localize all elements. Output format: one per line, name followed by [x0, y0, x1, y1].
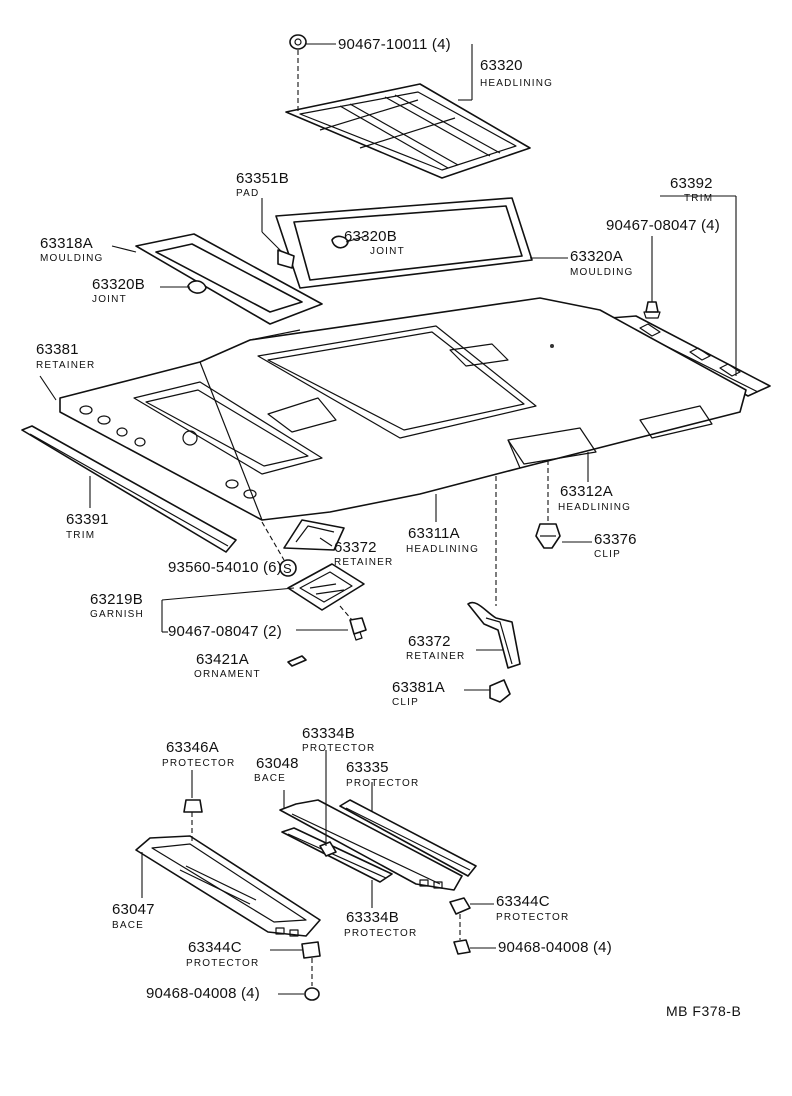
label-63372-upper-name: RETAINER	[334, 557, 393, 568]
label-63311a: 63311A	[408, 525, 460, 542]
label-63344c-right: 63344C	[496, 893, 550, 910]
label-63047: 63047	[112, 901, 155, 918]
label-63391-name: TRIM	[66, 530, 95, 541]
label-63391: 63391	[66, 511, 109, 528]
screw-90468-04008-left	[304, 987, 320, 1001]
label-63335-name: PROTECTOR	[346, 778, 419, 789]
part-63372-retainer-lower	[467, 601, 521, 669]
label-90467-08047-right: 90467-08047 (4)	[606, 217, 720, 234]
label-63048-name: BACE	[254, 773, 286, 784]
bolt-90467-08047-left	[349, 617, 367, 641]
diagram-reference-code: MB F378-B	[666, 1003, 741, 1019]
label-63320b-lower-name: JOINT	[92, 294, 127, 305]
label-63376-name: CLIP	[594, 549, 621, 560]
part-63335-protector	[339, 799, 477, 877]
label-90467-10011: 90467-10011 (4)	[338, 36, 451, 53]
label-63312a-name: HEADLINING	[558, 502, 631, 513]
label-63048: 63048	[256, 755, 299, 772]
bolt-90467-10011	[289, 34, 307, 50]
label-63320a-name: MOULDING	[570, 267, 634, 278]
label-63334b-upper: 63334B	[302, 725, 355, 742]
screw-90468-04008-right	[453, 939, 471, 955]
part-63372-retainer-upper	[283, 519, 345, 551]
part-63421a-ornament	[287, 655, 307, 667]
label-90468-right: 90468-04008 (4)	[498, 939, 612, 956]
part-63351b-pad	[277, 249, 295, 269]
label-63421a: 63421A	[196, 651, 249, 668]
part-63311a-headlining	[59, 297, 747, 521]
label-63381a: 63381A	[392, 679, 445, 696]
part-63320b-joint-lower	[187, 280, 207, 294]
part-63381a-clip	[489, 679, 511, 703]
label-63320b-lower: 63320B	[92, 276, 145, 293]
part-63219b-garnish	[287, 563, 365, 611]
label-63381a-name: CLIP	[392, 697, 419, 708]
label-63344c-right-name: PROTECTOR	[496, 912, 569, 923]
label-63351b-name: PAD	[236, 188, 259, 199]
label-63335: 63335	[346, 759, 389, 776]
label-63320a: 63320A	[570, 248, 623, 265]
label-63381: 63381	[36, 341, 79, 358]
label-63320: 63320	[480, 57, 523, 74]
part-63376-clip	[535, 523, 561, 549]
part-63047-bace	[135, 835, 321, 937]
part-63320a-moulding	[275, 197, 533, 289]
label-63376: 63376	[594, 531, 637, 548]
part-63318a-moulding	[135, 233, 323, 325]
part-63320b-joint-upper	[331, 235, 349, 249]
label-63320-name: HEADLINING	[480, 78, 553, 89]
part-63391-trim	[21, 425, 237, 553]
part-63346a-protector	[183, 799, 203, 813]
label-93560: 93560-54010 (6)	[168, 559, 282, 576]
label-63346a: 63346A	[166, 739, 219, 756]
part-63320-headlining	[285, 83, 531, 179]
part-63334b-protector	[281, 827, 393, 883]
label-63311a-name: HEADLINING	[406, 544, 479, 555]
label-63334b-lower: 63334B	[346, 909, 399, 926]
label-63372-upper: 63372	[334, 539, 377, 556]
label-63346a-name: PROTECTOR	[162, 758, 235, 769]
s-mark-screw: S	[279, 559, 297, 577]
label-63318a-name: MOULDING	[40, 253, 104, 264]
label-63312a: 63312A	[560, 483, 613, 500]
label-63320b-upper-name: JOINT	[370, 246, 405, 257]
s-mark: S	[283, 561, 292, 576]
label-63047-name: BACE	[112, 920, 144, 931]
label-63334b-upper-name: PROTECTOR	[302, 743, 375, 754]
label-63344c-left: 63344C	[188, 939, 242, 956]
label-63219b: 63219B	[90, 591, 143, 608]
label-63392: 63392	[670, 175, 713, 192]
label-90467-08047-left: 90467-08047 (2)	[168, 623, 282, 640]
label-63351b: 63351B	[236, 170, 289, 187]
label-63421a-name: ORNAMENT	[194, 669, 261, 680]
label-63318a: 63318A	[40, 235, 93, 252]
label-63372-lower-name: RETAINER	[406, 651, 465, 662]
bolt-90467-08047-right	[643, 301, 661, 319]
label-63334b-lower-name: PROTECTOR	[344, 928, 417, 939]
label-63344c-left-name: PROTECTOR	[186, 958, 259, 969]
part-63344c-protector-right	[449, 897, 471, 915]
label-63392-name: TRIM	[684, 193, 713, 204]
label-90468-left: 90468-04008 (4)	[146, 985, 260, 1002]
label-63372-lower: 63372	[408, 633, 451, 650]
label-63320b-upper: 63320B	[344, 228, 397, 245]
label-63381-name: RETAINER	[36, 360, 95, 371]
part-63344c-protector-left	[301, 941, 321, 959]
label-63219b-name: GARNISH	[90, 609, 144, 620]
